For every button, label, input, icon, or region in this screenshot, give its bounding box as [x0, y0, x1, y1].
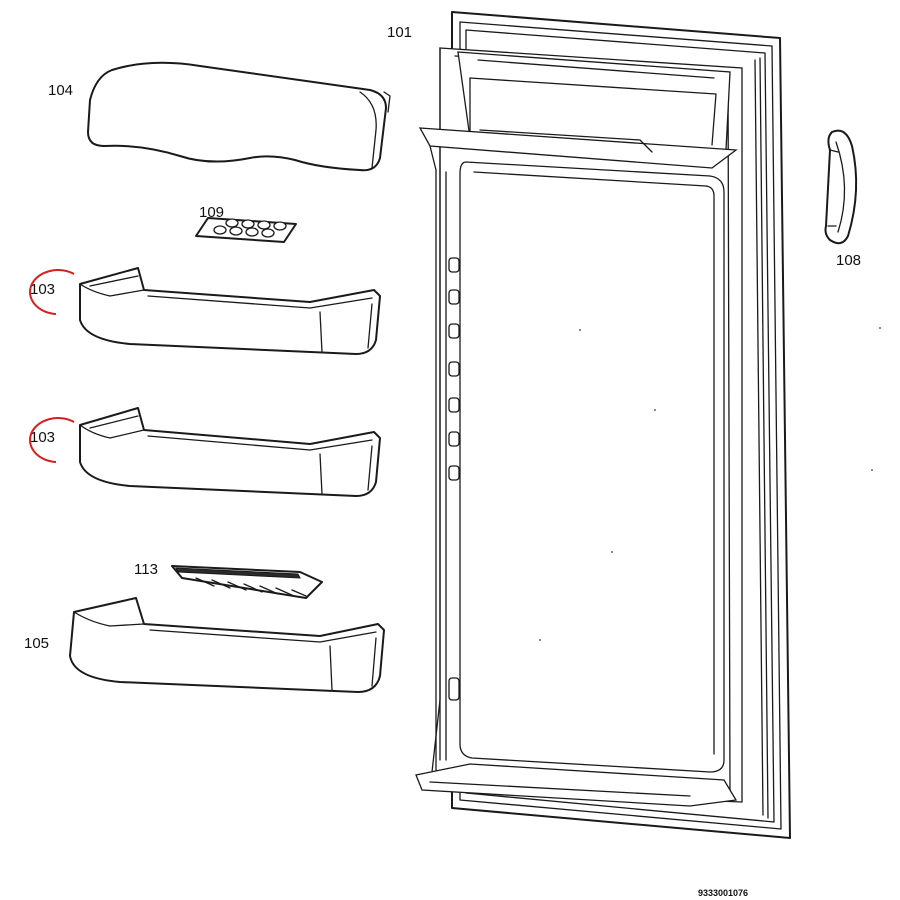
- label-108: 108: [836, 252, 861, 269]
- door-101: [415, 11, 881, 839]
- label-103-middle: 103: [30, 429, 55, 446]
- label-101: 101: [387, 24, 412, 41]
- label-103-upper: 103: [30, 281, 55, 298]
- highlight-circle-upper: [29, 269, 75, 315]
- bottle-shelf-105: [69, 597, 385, 693]
- door-shelf-103-middle: [79, 407, 381, 497]
- label-105: 105: [24, 635, 49, 652]
- highlight-circle-middle: [29, 417, 75, 463]
- shelf-slot-notches: [448, 257, 460, 701]
- label-113: 113: [134, 561, 158, 578]
- door-shelf-103-upper: [79, 267, 381, 355]
- dairy-lid-104: [87, 61, 391, 172]
- drawing-code: 9333001076: [698, 888, 748, 898]
- label-109: 109: [199, 204, 224, 221]
- egg-tray-109: [195, 217, 297, 243]
- rack-insert-113: [171, 565, 323, 599]
- handle-108: [824, 129, 858, 245]
- label-104: 104: [48, 82, 73, 99]
